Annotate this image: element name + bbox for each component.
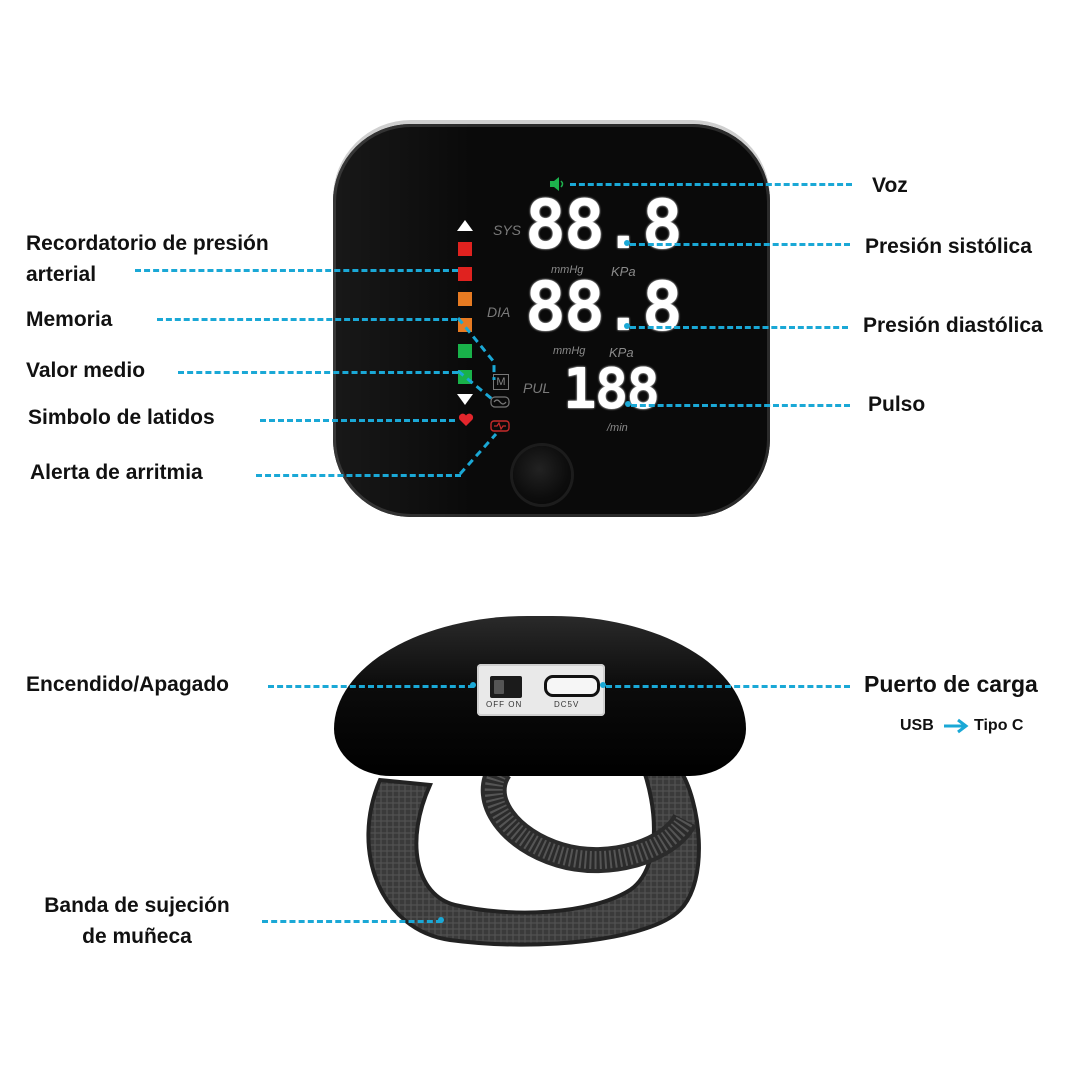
leader-systolic-dot [624,240,630,246]
arrow-right-icon [944,718,969,734]
label-power: Encendido/Apagado [26,673,230,696]
level-red-2 [458,267,472,281]
label-voice: Voz [872,174,908,197]
leader-arrhythmia [256,474,461,477]
down-arrow-icon [457,394,473,405]
switch-knob[interactable] [494,680,504,694]
pulse-reading: 188 [563,357,660,422]
leader-reminder [135,269,458,272]
label-strap-line1: Banda de sujeción [44,894,230,917]
diastolic-reading: 88.8 [525,268,683,347]
leader-heartbeat [260,419,455,422]
unit-kpa-2: KPa [609,345,634,360]
power-switch[interactable] [490,676,522,698]
label-reminder-line2: arterial [26,263,97,286]
leader-arrhythmia-bend [458,432,498,476]
memory-glyph: M [496,376,506,388]
leader-pulse-dot [625,401,631,407]
speaker-icon [550,177,564,191]
leader-diastolic [630,326,848,329]
unit-mmhg-1: mmHg [551,264,584,276]
label-average: Valor medio [26,359,146,382]
label-memory: Memoria [26,308,113,331]
leader-power-dot [470,682,476,688]
up-arrow-icon [457,220,473,231]
leader-pulse [631,404,850,407]
sys-tag: SYS [493,222,522,238]
leader-systolic [630,243,850,246]
label-systolic: Presión sistólica [865,235,1032,258]
leader-power [268,685,474,688]
unit-kpa-1: KPa [611,264,636,279]
level-orange-1 [458,292,472,306]
average-icon [490,396,510,408]
leader-memory-bend [456,317,496,380]
memory-icon: M [493,374,509,390]
switch-marking: OFF ON [486,700,523,709]
systolic-reading: 88.8 [525,186,683,265]
label-arrhythmia: Alerta de arritmia [30,461,203,484]
leader-strap [262,920,442,923]
leader-voice [570,183,852,186]
leader-port [606,685,850,688]
dia-tag: DIA [487,304,511,320]
label-heartbeat: Simbolo de latidos [28,406,215,429]
unit-mmhg-2: mmHg [553,345,586,357]
usb-c-port[interactable] [544,675,600,697]
label-strap-line2: de muñeca [82,925,192,948]
label-type-c: Tipo C [974,717,1024,734]
leader-port-dot [600,682,606,688]
label-pulse: Pulso [868,393,926,416]
leader-diastolic-dot [624,323,630,329]
heart-icon [458,413,474,426]
arrhythmia-icon [490,420,510,432]
start-button[interactable] [513,446,571,504]
leader-memory [157,318,457,321]
level-green-1 [458,344,472,358]
leader-average-bend [457,369,493,401]
label-usb: USB [900,717,934,734]
port-marking: DC5V [554,700,580,709]
leader-average [178,371,458,374]
leader-strap-dot [438,917,444,923]
label-diastolic: Presión diastólica [863,314,1043,337]
label-reminder-line1: Recordatorio de presión [26,232,269,255]
unit-min: /min [607,422,628,434]
pul-tag: PUL [523,380,551,396]
level-red-1 [458,242,472,256]
label-charging-port: Puerto de carga [864,671,1038,697]
